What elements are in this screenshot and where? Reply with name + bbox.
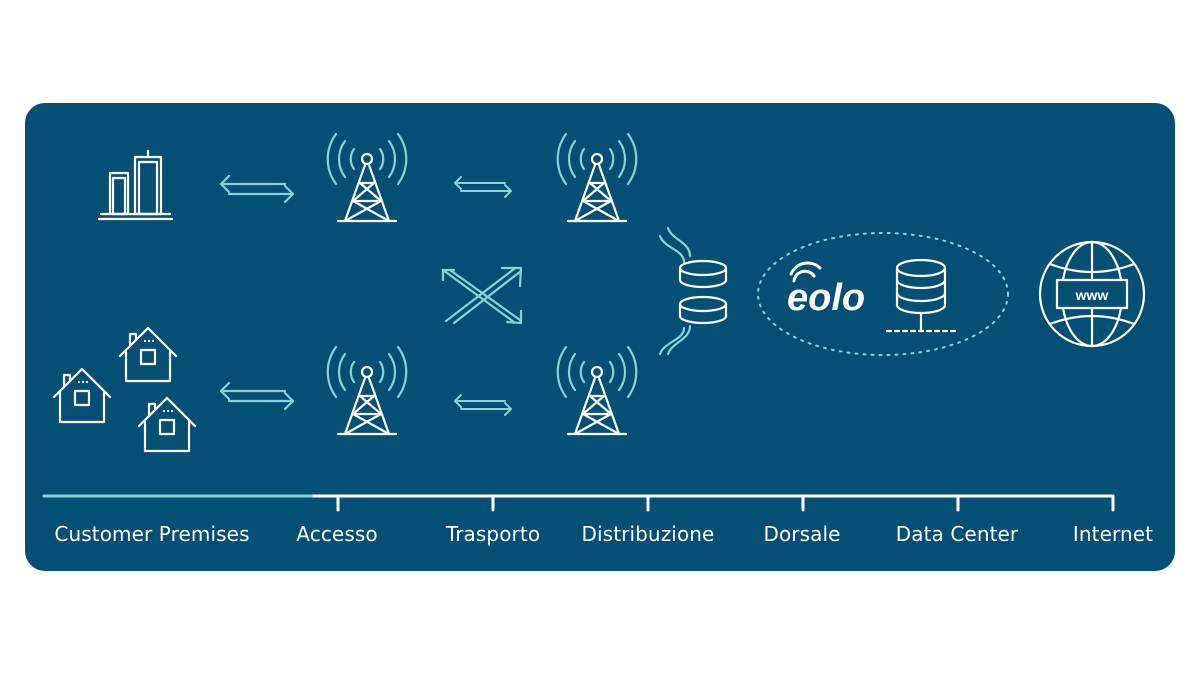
stage-label: Customer Premises [54,522,250,546]
bidirectional-arrow-icon [454,176,512,198]
stage-label: Data Center [895,522,1019,546]
houses-icon [52,326,197,453]
data-center-boundary [757,232,1009,356]
database-icon [658,226,728,356]
house-icon [52,367,112,424]
house-icon [118,326,178,383]
radio-tower-icon [326,345,408,436]
bidirectional-arrow-icon [219,381,295,411]
house-icon [137,396,197,453]
network-diagram: eolo www [42,132,1146,512]
globe-www-icon: www [1038,240,1146,348]
bidirectional-arrow-icon [219,174,295,204]
radio-tower-icon [556,345,638,436]
stage-label: Trasporto [445,522,541,546]
bidirectional-arrow-icon [454,394,512,416]
eolo-logo: eolo [787,261,865,319]
network-diagram-panel: eolo www Custome [25,103,1175,571]
stage-label: Dorsale [763,522,841,546]
radio-tower-icon [326,132,408,223]
cross-arrows-icon [441,266,523,325]
stage-label: Accesso [296,522,378,546]
svg-text:eolo: eolo [787,277,865,319]
radio-tower-icon [556,132,638,223]
stage-label: Internet [1072,522,1154,546]
svg-text:www: www [1075,287,1109,303]
timeline [42,494,1115,512]
server-icon [885,258,959,333]
office-buildings-icon [97,149,174,221]
stage-label: Distribuzione [581,522,715,546]
